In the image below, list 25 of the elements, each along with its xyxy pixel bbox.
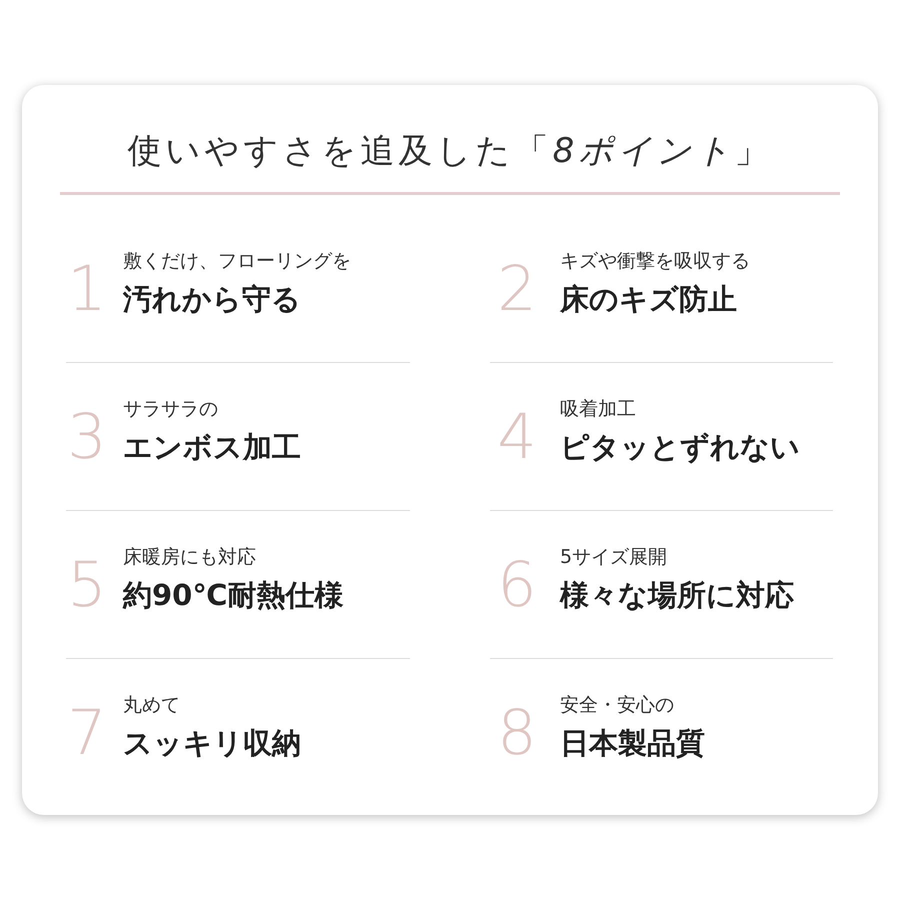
item-number: 4 <box>496 406 538 468</box>
item-subtitle: 丸めて <box>123 694 180 717</box>
item-number: 7 <box>66 702 108 764</box>
item-subtitle: サラサラの <box>123 398 218 421</box>
item-subtitle: 床暖房にも対応 <box>123 546 256 569</box>
item-number: 8 <box>496 702 538 764</box>
item-subtitle: 敷くだけ、フローリングを <box>123 250 351 273</box>
item-subtitle: キズや衝撃を吸収する <box>560 250 750 273</box>
item-number: 1 <box>66 258 108 320</box>
title: 使いやすさを追及した「8ポイント」 <box>126 130 774 173</box>
item-number: 2 <box>496 258 538 320</box>
item-heading: 日本製品質 <box>560 726 705 761</box>
item-heading: 様々な場所に対応 <box>560 578 794 613</box>
item-subtitle: 安全・安心の <box>560 694 674 717</box>
item-heading: 汚れから守る <box>123 282 301 317</box>
item-subtitle: 5サイズ展開 <box>560 546 668 569</box>
item-number: 3 <box>66 406 108 468</box>
item-heading: 床のキズ防止 <box>560 282 737 317</box>
item-subtitle: 吸着加工 <box>560 398 636 421</box>
item-number: 5 <box>66 554 108 616</box>
item-heading: 約90℃耐熱仕様 <box>123 578 344 613</box>
item-heading: ピタッとずれない <box>560 430 800 465</box>
item-heading: スッキリ収納 <box>123 726 301 761</box>
item-heading: エンボス加工 <box>123 430 301 465</box>
item-number: 6 <box>496 554 538 616</box>
